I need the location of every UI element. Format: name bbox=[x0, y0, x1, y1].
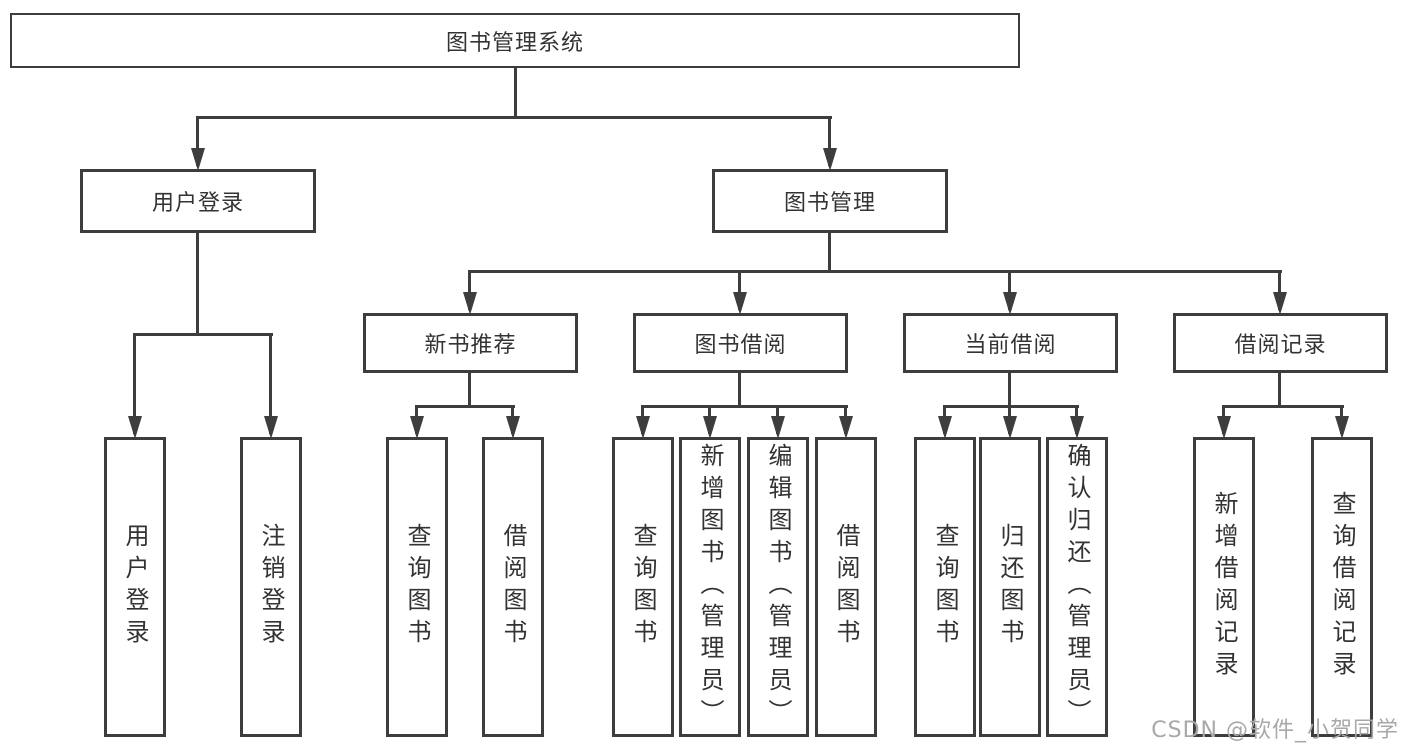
arrow-down-icon bbox=[733, 292, 747, 315]
node-leaf-bb-borrow: 借阅图书 bbox=[815, 437, 877, 737]
node-borrow-records: 借阅记录 bbox=[1173, 313, 1388, 373]
node-current-borrow: 当前借阅 bbox=[903, 313, 1118, 373]
arrow-down-icon bbox=[703, 416, 717, 439]
node-label: 用户登录 bbox=[151, 191, 244, 216]
node-label: 借阅图书 bbox=[832, 523, 860, 651]
node-leaf-bb-edit: 编辑图书（管理员） bbox=[747, 437, 809, 737]
node-label: 查询图书 bbox=[931, 523, 959, 651]
node-leaf-user-login: 用户登录 bbox=[104, 437, 166, 737]
node-label: 注销登录 bbox=[257, 523, 285, 651]
connector-line-horizontal bbox=[415, 405, 515, 408]
node-label: 确认归还（管理员） bbox=[1063, 443, 1091, 731]
connector-line-horizontal bbox=[133, 333, 273, 336]
arrow-down-icon bbox=[264, 416, 278, 439]
node-leaf-nb-borrow: 借阅图书 bbox=[482, 437, 544, 737]
watermark: CSDN @软件_小贺同学 bbox=[1151, 718, 1399, 743]
connector-line-vertical bbox=[1278, 272, 1281, 310]
arrow-down-icon bbox=[1003, 292, 1017, 315]
connector-line-horizontal bbox=[1222, 405, 1344, 408]
arrow-down-icon bbox=[839, 416, 853, 439]
connector-line-vertical bbox=[1278, 373, 1281, 407]
node-label: 图书借阅 bbox=[694, 333, 787, 358]
node-label: 新增图书（管理员） bbox=[696, 443, 724, 731]
node-label: 借阅图书 bbox=[499, 523, 527, 651]
node-leaf-bb-query: 查询图书 bbox=[612, 437, 674, 737]
node-leaf-logout: 注销登录 bbox=[240, 437, 302, 737]
node-label: 借阅记录 bbox=[1234, 333, 1327, 358]
node-leaf-nb-query: 查询图书 bbox=[386, 437, 448, 737]
connector-line-vertical bbox=[1008, 272, 1011, 310]
node-label: 查询图书 bbox=[403, 523, 431, 651]
connector-line-vertical bbox=[133, 335, 136, 434]
connector-line-vertical bbox=[828, 118, 831, 166]
node-new-book-recommend: 新书推荐 bbox=[363, 313, 578, 373]
connector-line-horizontal bbox=[196, 116, 832, 119]
arrow-down-icon bbox=[1003, 416, 1017, 439]
node-leaf-bb-add: 新增图书（管理员） bbox=[679, 437, 741, 737]
node-leaf-cb-confirm: 确认归还（管理员） bbox=[1046, 437, 1108, 737]
connector-line-vertical bbox=[1008, 373, 1011, 407]
arrow-down-icon bbox=[1273, 292, 1287, 315]
connector-line-vertical bbox=[196, 233, 199, 335]
arrow-down-icon bbox=[191, 148, 205, 171]
node-label: 查询图书 bbox=[629, 523, 657, 651]
arrow-down-icon bbox=[1217, 416, 1231, 439]
node-leaf-br-add: 新增借阅记录 bbox=[1193, 437, 1255, 737]
connector-line-horizontal bbox=[641, 405, 848, 408]
connector-line-horizontal bbox=[943, 405, 1079, 408]
node-user-login: 用户登录 bbox=[80, 169, 316, 233]
arrow-down-icon bbox=[771, 416, 785, 439]
node-label: 当前借阅 bbox=[964, 333, 1057, 358]
connector-line-vertical bbox=[828, 233, 831, 272]
connector-line-vertical bbox=[196, 118, 199, 166]
node-label: 新书推荐 bbox=[424, 333, 517, 358]
arrow-down-icon bbox=[463, 292, 477, 315]
node-label: 归还图书 bbox=[996, 523, 1024, 651]
node-root: 图书管理系统 bbox=[10, 13, 1020, 68]
arrow-down-icon bbox=[506, 416, 520, 439]
connector-line-vertical bbox=[738, 272, 741, 310]
node-label: 查询借阅记录 bbox=[1328, 491, 1356, 683]
connector-line-vertical bbox=[269, 335, 272, 434]
connector-line-horizontal bbox=[468, 270, 1282, 273]
node-label: 新增借阅记录 bbox=[1210, 491, 1238, 683]
node-label: 图书管理系统 bbox=[445, 30, 584, 56]
connector-line-vertical bbox=[514, 68, 517, 118]
node-label: 编辑图书（管理员） bbox=[764, 443, 792, 731]
connector-line-vertical bbox=[468, 272, 471, 310]
arrow-down-icon bbox=[636, 416, 650, 439]
node-leaf-br-query: 查询借阅记录 bbox=[1311, 437, 1373, 737]
arrow-down-icon bbox=[410, 416, 424, 439]
node-leaf-cb-return: 归还图书 bbox=[979, 437, 1041, 737]
connector-line-vertical bbox=[738, 373, 741, 407]
connector-line-vertical bbox=[468, 373, 471, 407]
arrow-down-icon bbox=[823, 148, 837, 171]
arrow-down-icon bbox=[938, 416, 952, 439]
node-leaf-cb-query: 查询图书 bbox=[914, 437, 976, 737]
node-label: 图书管理 bbox=[783, 191, 876, 216]
node-book-mgmt: 图书管理 bbox=[712, 169, 948, 233]
arrow-down-icon bbox=[1070, 416, 1084, 439]
arrow-down-icon bbox=[1335, 416, 1349, 439]
node-book-borrow: 图书借阅 bbox=[633, 313, 848, 373]
arrow-down-icon bbox=[128, 416, 142, 439]
node-label: 用户登录 bbox=[121, 523, 149, 651]
